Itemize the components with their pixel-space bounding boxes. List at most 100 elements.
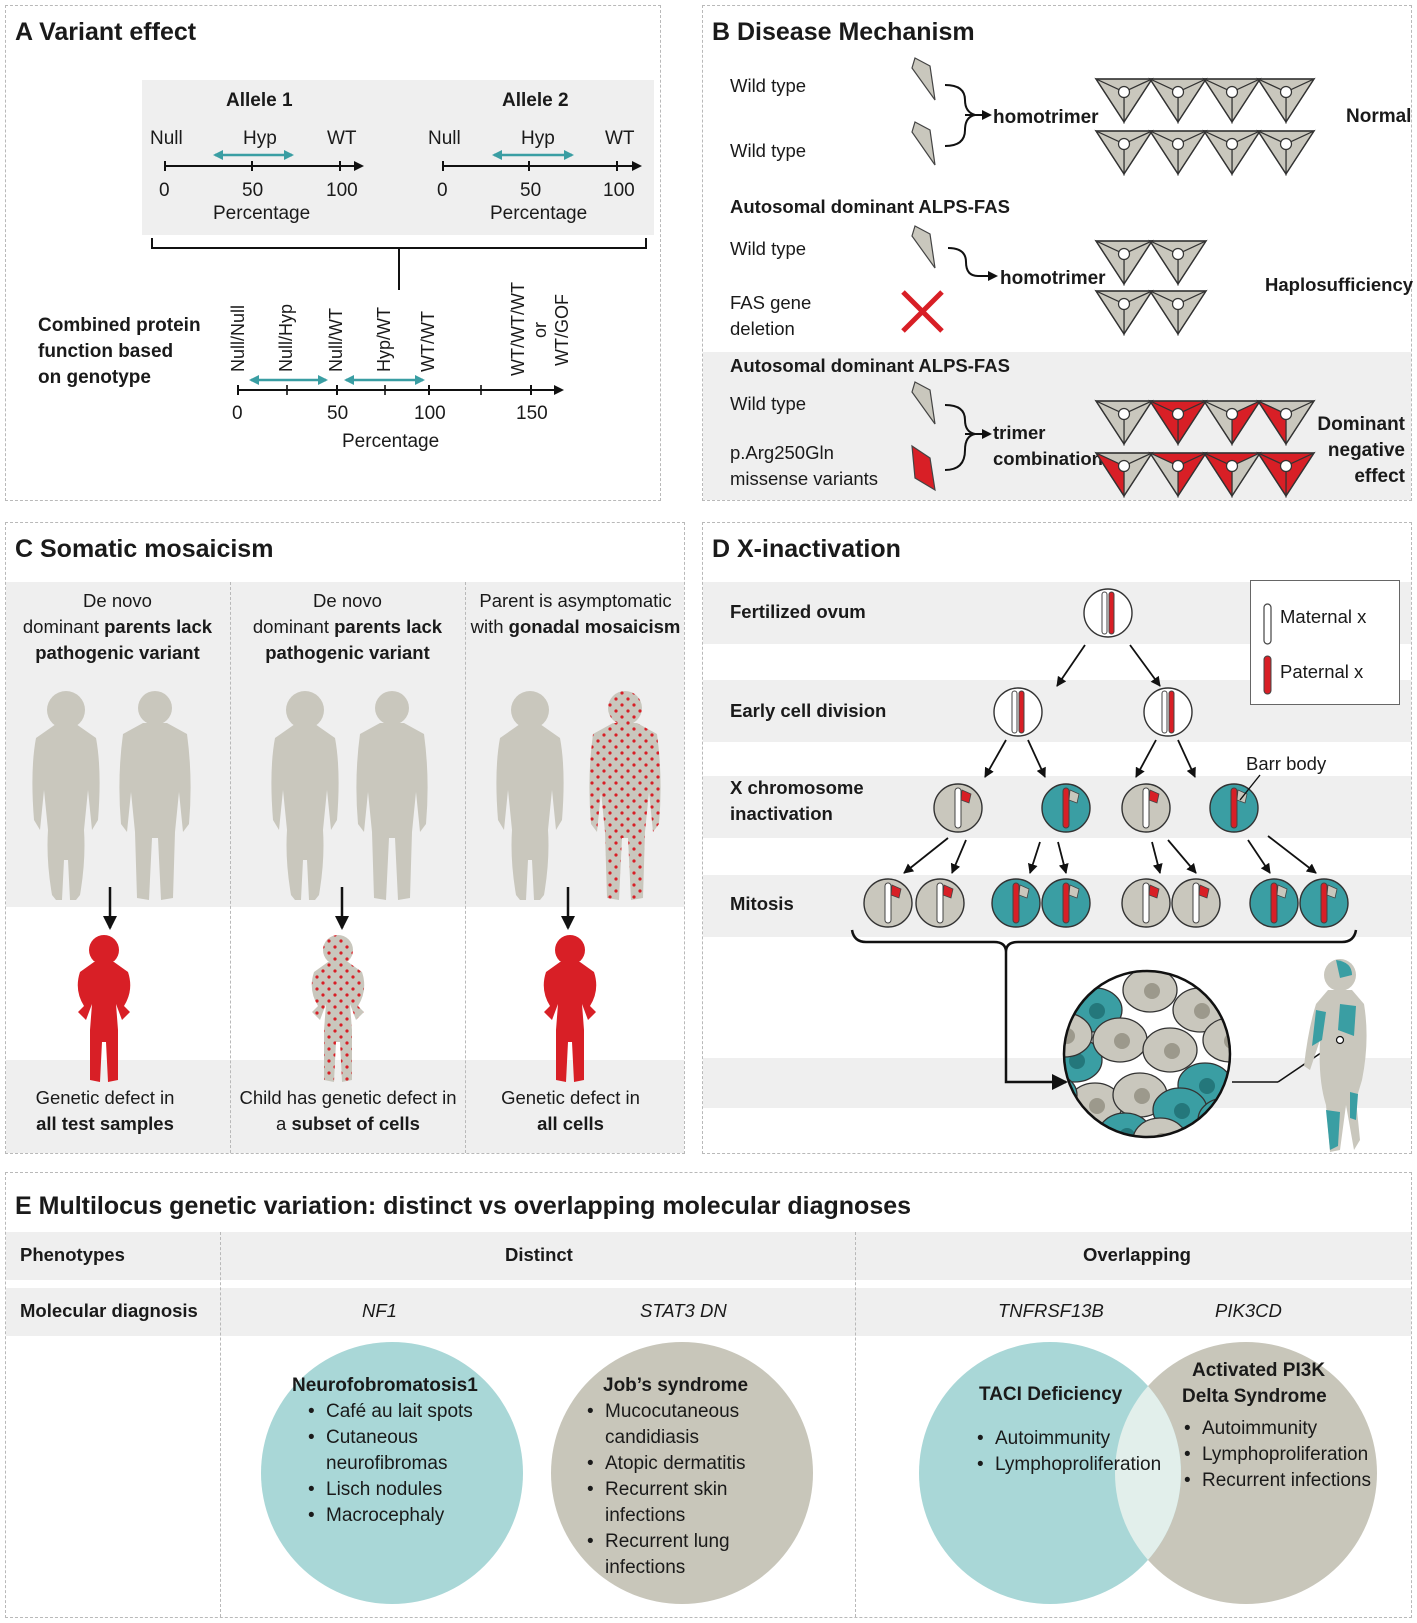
trimer-mixed <box>1094 451 1154 499</box>
trimer-haplo <box>1094 239 1154 287</box>
trimer-haplo <box>1094 289 1154 337</box>
apds-item: Lymphoproliferation <box>1182 1442 1392 1468</box>
trimer-normal <box>1256 77 1316 125</box>
b-wildtype-2: Wild type <box>730 140 807 161</box>
nf1-box: Neurofobromatosis1 Café au lait spots Cu… <box>292 1375 512 1529</box>
allele1-tick-0: 0 <box>159 180 170 201</box>
d-barr-body-label: Barr body <box>1246 753 1327 774</box>
trimer-mixed <box>1256 399 1316 447</box>
trimer-normal <box>1148 77 1208 125</box>
d-legend <box>1250 580 1400 705</box>
d-mitosis-cell <box>1249 878 1299 928</box>
monomer-wildtype-1 <box>911 57 936 101</box>
combined-tick-100: 100 <box>414 403 446 424</box>
d-mitosis-cell <box>1041 878 1091 928</box>
trimer-normal <box>1094 129 1154 177</box>
trimer-normal <box>1256 129 1316 177</box>
c-col2-bottom: Child has genetic defect in a subset of … <box>239 1087 457 1134</box>
e-divider-2 <box>855 1232 856 1617</box>
nf1-item: Café au lait spots <box>306 1399 512 1425</box>
e-divider-1 <box>220 1232 221 1617</box>
panel-c-somatic-mosaicism <box>5 522 685 1154</box>
trimer-mixed <box>1202 399 1262 447</box>
taci-title: TACI Deficiency <box>979 1384 1123 1405</box>
job-item-cont: infections <box>605 1505 686 1526</box>
panel-b-graphics <box>901 57 1316 499</box>
taci-item: Autoimmunity <box>975 1426 1175 1452</box>
e-gene-tnfrsf13b: TNFRSF13B <box>998 1300 1104 1321</box>
c-col3-bottom: Genetic defect in all cells <box>501 1087 640 1134</box>
panel-e-multilocus <box>5 1172 1412 1618</box>
nf1-item-cont: neurofibromas <box>326 1453 448 1474</box>
combined-percentage: Percentage <box>342 431 440 452</box>
d-early-cell <box>1143 687 1193 737</box>
apds-item: Autoimmunity <box>1182 1416 1392 1442</box>
c-col1-top: De novo dominant parents lack pathogenic… <box>22 590 213 663</box>
d-early-cell <box>993 687 1043 737</box>
monomer-wildtype-3 <box>911 225 936 269</box>
nf1-item: Macrocephaly <box>306 1503 512 1529</box>
allele1-label: Allele 1 <box>226 90 293 111</box>
allele1-tick-50: 50 <box>242 180 264 201</box>
trimer-mixed <box>1202 451 1262 499</box>
job-item-cont: candidiasis <box>605 1427 699 1448</box>
c-col2-top: De novo dominant parents lack pathogenic… <box>252 590 443 663</box>
b-normal: Normal <box>1346 106 1412 127</box>
panel-a-title: A Variant effect <box>15 18 197 46</box>
monomer-wildtype-4 <box>911 381 936 425</box>
d-mitosis-cell <box>991 878 1041 928</box>
taci-item: Lymphoproliferation <box>975 1452 1175 1478</box>
b-ad-alps-1: Autosomal dominant ALPS-FAS <box>730 196 1010 217</box>
allele1-percentage: Percentage <box>213 203 311 224</box>
panel-b-disease-mechanism <box>702 5 1412 501</box>
allele2-percentage: Percentage <box>490 203 588 224</box>
panel-c-figures <box>32 691 661 1082</box>
monomer-wildtype-2 <box>911 121 936 166</box>
d-inactivated-cell <box>1041 783 1091 833</box>
panel-d-x-inactivation <box>702 522 1412 1154</box>
b-homotrimer-2: homotrimer <box>1000 268 1106 289</box>
combined-tick-150: 150 <box>516 403 548 424</box>
d-inactivated-cell <box>1121 783 1171 833</box>
trimer-mixed <box>1256 451 1316 499</box>
e-band-molecular <box>6 1288 1411 1336</box>
trimer-mixed <box>1148 399 1208 447</box>
panel-b-title: B Disease Mechanism <box>712 18 975 46</box>
trimer-mixed <box>1148 451 1208 499</box>
e-molecular-label: Molecular diagnosis <box>20 1300 198 1321</box>
d-mitosis-cell <box>915 878 965 928</box>
e-distinct-label: Distinct <box>505 1244 573 1265</box>
nf1-title: Neurofobromatosis1 <box>292 1375 478 1396</box>
b-wildtype-4: Wild type <box>730 393 807 414</box>
panel-a-variant-effect <box>5 5 661 501</box>
deletion-x-icon <box>901 290 944 333</box>
maternal-x-icon <box>1263 603 1272 645</box>
job-item: Atopic dermatitis <box>585 1451 795 1477</box>
taci-box: TACI Deficiency Autoimmunity Lymphoproli… <box>975 1384 1175 1478</box>
job-item: Recurrent lung <box>585 1529 795 1555</box>
b-homotrimer-1: homotrimer <box>993 107 1099 128</box>
allele2-null: Null <box>428 128 461 149</box>
job-title: Job’s syndrome <box>603 1375 749 1396</box>
allele-bracket <box>151 238 647 290</box>
d-mitosis-cell <box>1171 878 1221 928</box>
c-divider-1 <box>230 582 231 1153</box>
panel-d-title: D X-inactivation <box>712 535 901 563</box>
apds-item: Recurrent infections <box>1182 1468 1392 1494</box>
nf1-item: Cutaneous <box>306 1425 512 1451</box>
d-inactivated-cell <box>1209 783 1259 833</box>
e-phenotypes-label: Phenotypes <box>20 1244 125 1265</box>
d-mitosis-cell <box>863 878 913 928</box>
d-mitosis-label: Mitosis <box>730 893 794 914</box>
allele2-wt: WT <box>605 128 635 149</box>
combined-tick-50: 50 <box>327 403 349 424</box>
trimer-normal <box>1094 77 1154 125</box>
panel-a-axes <box>151 150 647 395</box>
panel-e-title: E Multilocus genetic variation: distinct… <box>15 1192 912 1220</box>
allele2-hyp: Hyp <box>521 128 555 149</box>
